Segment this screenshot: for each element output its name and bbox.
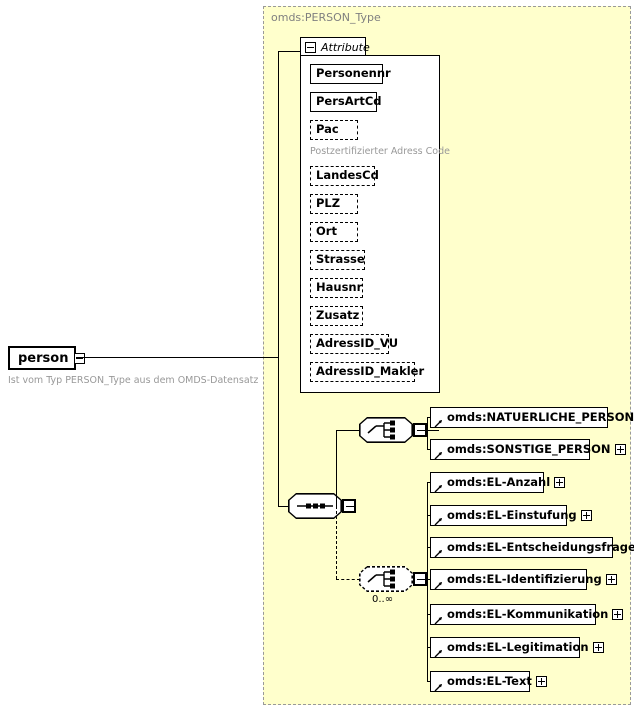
element-reference-arrow-icon <box>434 677 443 692</box>
element-expand-plus-icon[interactable] <box>612 609 624 620</box>
attribute-node-adressid-makler[interactable]: AdressID_Makler <box>310 362 424 384</box>
element-label: omds:SONSTIGE_PERSON <box>447 441 611 456</box>
attribute-node-adressid-vu[interactable]: AdressID_VU <box>310 334 398 356</box>
type-container-label: omds:PERSON_Type <box>271 11 381 24</box>
attribute-node-ort[interactable]: Ort <box>310 222 360 244</box>
attribute-node-personennr[interactable]: Personennr <box>310 64 391 86</box>
element-label: omds:EL-Kommunikation <box>447 606 609 621</box>
attribute-label: Personennr <box>316 66 391 81</box>
connector-sequence-to-choice-person <box>336 430 337 506</box>
element-el-identifizierung[interactable]: omds:EL-Identifizierung <box>430 569 617 592</box>
element-label: omds:EL-Entscheidungsfrage <box>447 539 634 554</box>
element-reference-arrow-icon <box>434 575 443 590</box>
element-reference-arrow-icon <box>434 445 443 460</box>
connector-spine-to-sequence <box>278 506 295 507</box>
attribute-label: Zusatz <box>316 308 360 323</box>
element-reference-arrow-icon <box>434 543 443 558</box>
compositor-choice-person[interactable] <box>359 417 427 447</box>
compositor-choice-el[interactable] <box>359 566 427 596</box>
choice-el-cardinality: 0..∞ <box>372 594 394 605</box>
element-label: omds:EL-Einstufung <box>447 507 577 522</box>
choice-person-collapse-minus-icon[interactable] <box>413 423 427 437</box>
connector-choice-person-bus <box>427 417 428 449</box>
root-element-person[interactable]: person <box>8 346 86 372</box>
element-sonstige-person[interactable]: omds:SONSTIGE_PERSON <box>430 439 626 462</box>
element-el-entscheidungsfrage[interactable]: omds:EL-Entscheidungsfrage <box>430 537 634 560</box>
attribute-label: AdressID_VU <box>316 336 399 351</box>
connector-choice-person-stub <box>336 430 360 431</box>
element-label: omds:EL-Anzahl <box>447 474 551 489</box>
element-el-text[interactable]: omds:EL-Text <box>430 671 547 694</box>
element-reference-arrow-icon <box>434 413 443 428</box>
connector-choice-person-out <box>427 430 439 431</box>
choice-symbol-optional <box>359 566 413 592</box>
connector-choice-el-bus <box>427 482 428 682</box>
root-shadow-bottom <box>14 368 78 372</box>
connector-person-to-spine <box>76 357 278 358</box>
element-reference-arrow-icon <box>434 643 443 658</box>
element-label: omds:EL-Text <box>447 673 532 688</box>
attribute-label: LandesCd <box>316 168 379 183</box>
choice-el-collapse-minus-icon[interactable] <box>413 572 427 586</box>
connector-spine-to-attribute <box>278 51 300 52</box>
element-expand-plus-icon[interactable] <box>614 444 626 455</box>
element-expand-plus-icon[interactable] <box>535 676 547 687</box>
attribute-node-landescd[interactable]: LandesCd <box>310 166 379 188</box>
attribute-note-pac: Postzertifizierter Adress Code <box>310 146 450 157</box>
attribute-node-persartcd[interactable]: PersArtCd <box>310 92 382 114</box>
choice-symbol <box>359 417 413 443</box>
attribute-node-zusatz[interactable]: Zusatz <box>310 306 365 328</box>
attribute-node-hausnr[interactable]: Hausnr <box>310 278 365 300</box>
element-label: omds:EL-Legitimation <box>447 639 589 654</box>
element-reference-arrow-icon <box>434 610 443 625</box>
compositor-sequence[interactable] <box>288 493 356 523</box>
attribute-label: Pac <box>316 122 339 137</box>
attribute-label: Ort <box>316 224 337 239</box>
attribute-label: AdressID_Makler <box>316 364 425 379</box>
attribute-collapse-minus-icon[interactable] <box>305 41 316 53</box>
connector-choice-el-stub-dashed <box>336 579 360 580</box>
element-el-legitimation[interactable]: omds:EL-Legitimation <box>430 637 604 660</box>
root-element-label: person <box>18 350 69 366</box>
attribute-label: PersArtCd <box>316 94 382 109</box>
element-natuerliche-person[interactable]: omds:NATUERLICHE_PERSON <box>430 407 634 430</box>
connector-sequence-to-choice-el-dashed <box>336 506 337 579</box>
element-reference-arrow-icon <box>434 511 443 526</box>
attribute-compartment-label: Attribute <box>321 40 370 54</box>
attribute-label: Strasse <box>316 252 365 267</box>
element-reference-arrow-icon <box>434 478 443 493</box>
sequence-collapse-minus-icon[interactable] <box>342 499 356 513</box>
element-expand-plus-icon[interactable] <box>554 477 566 488</box>
sequence-symbol <box>288 493 342 519</box>
element-el-einstufung[interactable]: omds:EL-Einstufung <box>430 505 592 528</box>
element-expand-plus-icon[interactable] <box>605 574 617 585</box>
element-expand-plus-icon[interactable] <box>580 510 592 521</box>
collapse-minus-icon[interactable] <box>74 352 86 364</box>
attribute-node-pac[interactable]: Pac <box>310 120 360 142</box>
attribute-compartment-tab[interactable]: Attribute <box>300 37 370 56</box>
element-el-anzahl[interactable]: omds:EL-Anzahl <box>430 472 566 495</box>
element-expand-plus-icon[interactable] <box>592 642 604 653</box>
element-label: omds:EL-Identifizierung <box>447 571 602 586</box>
element-el-kommunikation[interactable]: omds:EL-Kommunikation <box>430 604 624 627</box>
connector-spine-vertical <box>278 51 279 506</box>
attribute-node-plz[interactable]: PLZ <box>310 194 360 216</box>
attribute-label: PLZ <box>316 196 341 211</box>
attribute-label: Hausnr <box>316 280 363 295</box>
root-element-annotation: Ist vom Typ PERSON_Type aus dem OMDS-Dat… <box>8 375 259 386</box>
element-label: omds:NATUERLICHE_PERSON <box>447 409 634 424</box>
attribute-node-strasse[interactable]: Strasse <box>310 250 367 272</box>
